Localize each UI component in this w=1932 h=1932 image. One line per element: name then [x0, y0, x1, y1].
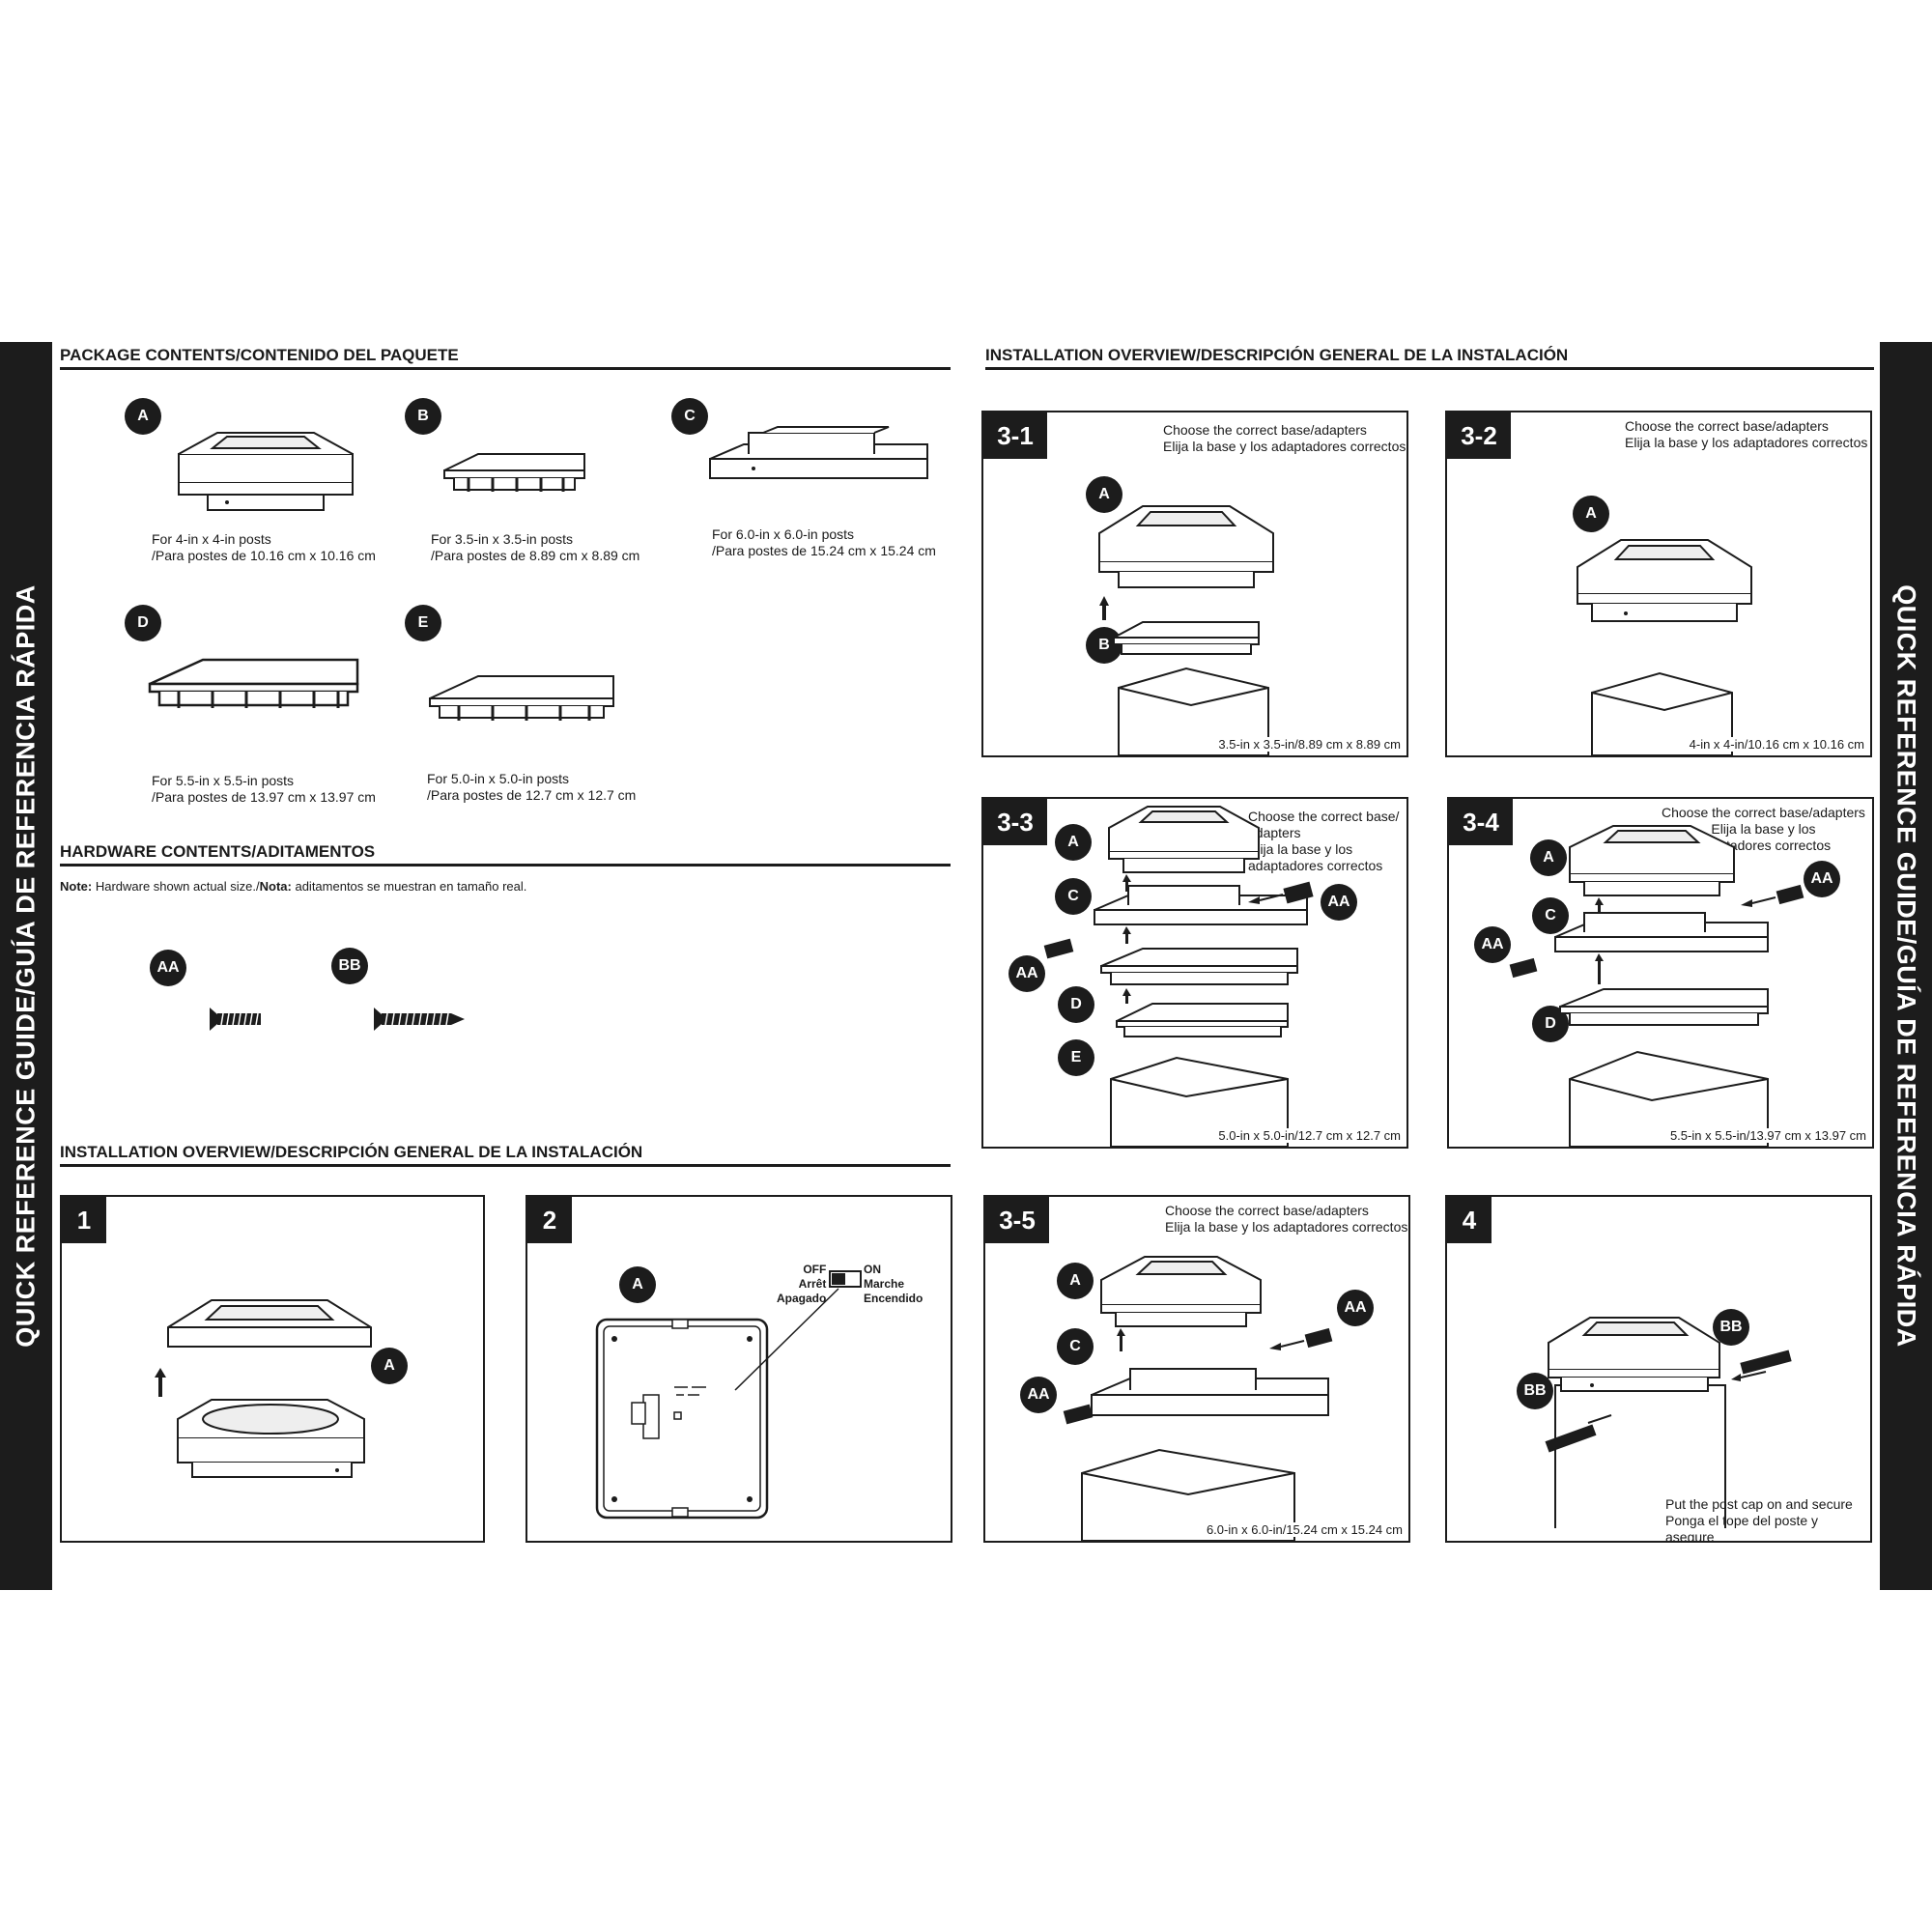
step-3-2-illustration — [1577, 539, 1752, 755]
badge-bb: BB — [331, 948, 368, 984]
installation-overview-heading-right: INSTALLATION OVERVIEW/DESCRIPCIÓN GENERA… — [985, 346, 1874, 370]
step-3-2-size: 4-in x 4-in/10.16 cm x 10.16 cm — [1689, 737, 1864, 752]
step-3-4-screw-left — [1509, 957, 1538, 979]
step-4-badge-bb-right: BB — [1713, 1309, 1749, 1346]
step-3-4-number: 3-4 — [1449, 799, 1513, 845]
adapter-b-illustration — [443, 453, 585, 492]
step-2-number: 2 — [527, 1197, 572, 1243]
step-3-2-badge-a: A — [1573, 496, 1609, 532]
badge-aa: AA — [150, 950, 186, 986]
step-3-1-title: Choose the correct base/adapters Elija l… — [1163, 422, 1406, 454]
step-2-badge-a: A — [619, 1266, 656, 1303]
step-3-3-screw-right — [1248, 881, 1314, 904]
step-3-4-screw-right — [1741, 884, 1804, 907]
post-cap-a-illustration — [178, 432, 354, 511]
step-4-panel: 4 BB BB Put the post cap on and secure P… — [1445, 1195, 1872, 1543]
step-3-3-panel: 3-3 Choose the correct base/ adapters El… — [981, 797, 1408, 1149]
step-3-3-badge-aa-right: AA — [1321, 884, 1357, 921]
step-1-illustration — [167, 1299, 372, 1478]
step-3-3-badge-c: C — [1055, 878, 1092, 915]
screw-bb-illustration — [374, 1008, 465, 1031]
step-3-3-illustration — [1094, 806, 1308, 1147]
base-c-illustration — [709, 426, 928, 479]
step-3-4-badge-a: A — [1530, 839, 1567, 876]
step-3-1-size: 3.5-in x 3.5-in/8.89 cm x 8.89 cm — [1218, 737, 1401, 752]
step-1-up-arrow — [155, 1368, 166, 1397]
switch-on-label: ON Marche Encendido — [864, 1263, 923, 1305]
step-3-5-badge-aa-left: AA — [1020, 1377, 1057, 1413]
step-3-2-number: 3-2 — [1447, 412, 1511, 459]
step-3-1-illustration — [1098, 505, 1274, 755]
hardware-note: Note: Hardware shown actual size./Nota: … — [60, 879, 527, 894]
screw-aa-illustration — [210, 1008, 261, 1031]
step-3-3-badge-a: A — [1055, 824, 1092, 861]
badge-b: B — [405, 398, 441, 435]
adapter-d-illustration — [148, 658, 359, 708]
step-3-3-title: Choose the correct base/ adapters Elija … — [1248, 809, 1400, 873]
step-2-callout-line — [734, 1288, 839, 1391]
step-4-illustration — [1548, 1317, 1726, 1528]
step-3-5-title: Choose the correct base/adapters Elija l… — [1165, 1203, 1408, 1235]
switch-off-label: OFF Arrêt Apagado — [777, 1263, 827, 1305]
step-3-2-panel: 3-2 Choose the correct base/adapters Eli… — [1445, 411, 1872, 757]
power-switch-icon[interactable] — [829, 1270, 862, 1288]
package-contents-heading: PACKAGE CONTENTS/CONTENIDO DEL PAQUETE — [60, 346, 951, 370]
step-3-4-size: 5.5-in x 5.5-in/13.97 cm x 13.97 cm — [1669, 1128, 1866, 1143]
step-3-5-badge-aa-right: AA — [1337, 1290, 1374, 1326]
installation-overview-heading-left: INSTALLATION OVERVIEW/DESCRIPCIÓN GENERA… — [60, 1143, 951, 1167]
side-title-right: QUICK REFERENCE GUIDE/GUÍA DE REFERENCIA… — [1880, 342, 1932, 1590]
step-3-3-number: 3-3 — [983, 799, 1047, 845]
step-3-3-badge-d: D — [1058, 986, 1094, 1023]
package-d-caption: For 5.5-in x 5.5-in posts /Para postes d… — [152, 773, 376, 805]
step-3-1-badge-a: A — [1086, 476, 1122, 513]
step-4-screw-right — [1731, 1350, 1792, 1381]
step-3-4-badge-c: C — [1532, 897, 1569, 934]
step-2-panel: 2 A OFF Arrêt Apagado ON Marche Encendid… — [526, 1195, 952, 1543]
step-3-4-illustration — [1554, 825, 1769, 1147]
package-a-caption: For 4-in x 4-in posts /Para postes de 10… — [152, 531, 376, 563]
step-1-number: 1 — [62, 1197, 106, 1243]
step-3-1-number: 3-1 — [983, 412, 1047, 459]
step-3-5-panel: 3-5 Choose the correct base/adapters Eli… — [983, 1195, 1410, 1543]
step-1-badge-a: A — [371, 1348, 408, 1384]
hardware-contents-heading: HARDWARE CONTENTS/ADITAMENTOS — [60, 842, 951, 867]
step-3-4-badge-aa-left: AA — [1474, 926, 1511, 963]
step-3-5-badge-a: A — [1057, 1263, 1094, 1299]
adapter-e-illustration — [429, 675, 614, 721]
step-3-2-title: Choose the correct base/adapters Elija l… — [1625, 418, 1868, 450]
step-3-1-panel: 3-1 Choose the correct base/adapters Eli… — [981, 411, 1408, 757]
step-3-3-screw-left — [1043, 938, 1074, 959]
step-3-3-size: 5.0-in x 5.0-in/12.7 cm x 12.7 cm — [1218, 1128, 1401, 1143]
badge-e: E — [405, 605, 441, 641]
step-3-3-badge-aa-left: AA — [1009, 955, 1045, 992]
step-3-5-screw-left — [1063, 1404, 1094, 1425]
step-4-caption: Put the post cap on and secure Ponga el … — [1665, 1496, 1853, 1543]
side-title-left: QUICK REFERENCE GUIDE/GUÍA DE REFERENCIA… — [0, 342, 52, 1590]
package-c-caption: For 6.0-in x 6.0-in posts /Para postes d… — [712, 526, 936, 558]
step-2-underside-illustration — [595, 1318, 769, 1520]
step-1-panel: 1 A — [60, 1195, 485, 1543]
step-3-5-illustration — [1081, 1256, 1329, 1541]
step-3-3-badge-e: E — [1058, 1039, 1094, 1076]
badge-c: C — [671, 398, 708, 435]
package-e-caption: For 5.0-in x 5.0-in posts /Para postes d… — [427, 771, 637, 803]
badge-d: D — [125, 605, 161, 641]
step-3-5-number: 3-5 — [985, 1197, 1049, 1243]
step-4-screw-left — [1545, 1414, 1612, 1453]
step-4-badge-bb-left: BB — [1517, 1373, 1553, 1409]
step-3-4-panel: 3-4 Choose the correct base/adapters Eli… — [1447, 797, 1874, 1149]
step-4-number: 4 — [1447, 1197, 1492, 1243]
step-3-4-badge-aa-right: AA — [1804, 861, 1840, 897]
package-b-caption: For 3.5-in x 3.5-in posts /Para postes d… — [431, 531, 640, 563]
step-3-5-screw-right — [1269, 1327, 1333, 1350]
step-3-5-badge-c: C — [1057, 1328, 1094, 1365]
step-3-5-size: 6.0-in x 6.0-in/15.24 cm x 15.24 cm — [1206, 1522, 1403, 1537]
badge-a: A — [125, 398, 161, 435]
